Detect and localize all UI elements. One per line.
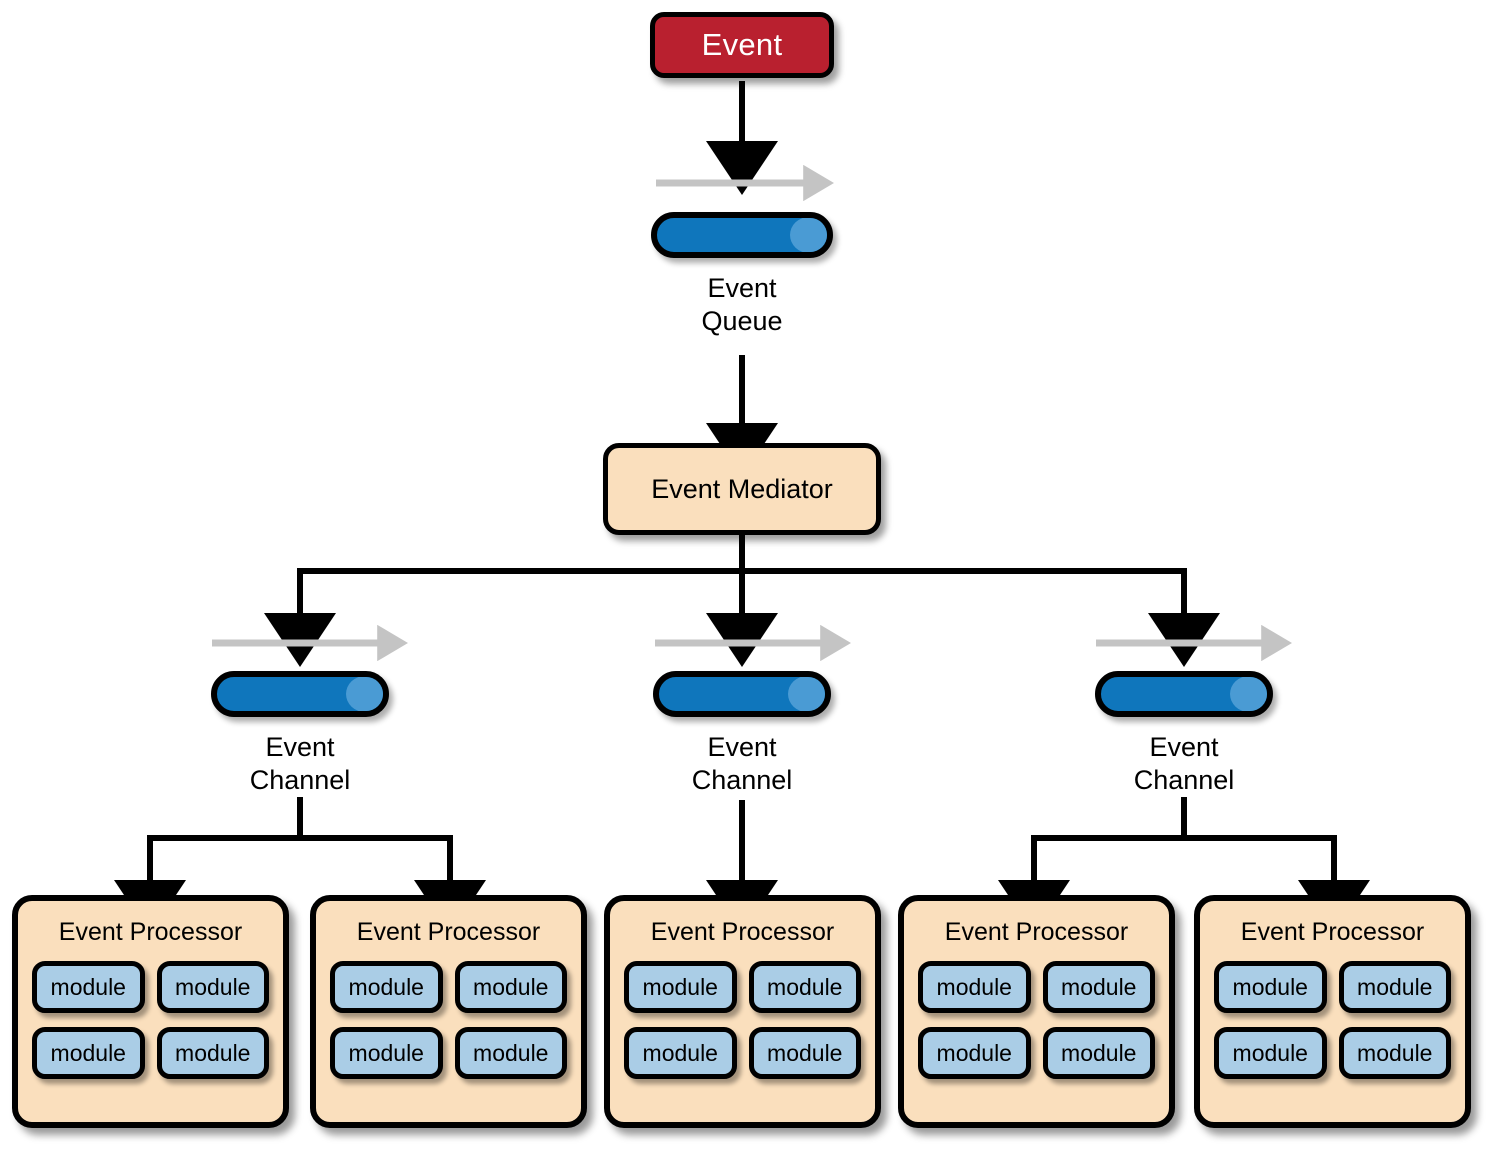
event-channel-caption-3: Event Channel <box>1133 732 1235 795</box>
arrow-mediator-to-channels <box>264 532 1220 667</box>
cylinder-cap <box>1230 677 1267 711</box>
event-channel-caption-2: Event Channel <box>691 732 793 795</box>
module-box[interactable]: module <box>748 1027 861 1079</box>
module-box[interactable]: module <box>32 961 145 1013</box>
module-box[interactable]: module <box>624 961 737 1013</box>
module-box[interactable]: module <box>330 1027 443 1079</box>
module-box[interactable]: module <box>624 1027 737 1079</box>
event-processor-2[interactable]: Event Processor module module module mod… <box>310 895 587 1128</box>
event-processor-3[interactable]: Event Processor module module module mod… <box>604 895 881 1128</box>
processor-title: Event Processor <box>650 918 835 946</box>
module-grid: module module module module <box>18 961 283 1079</box>
event-mediator-label: Event Mediator <box>651 473 833 504</box>
event-label: Event <box>701 27 783 62</box>
event-channel-cylinder-1[interactable] <box>211 671 389 717</box>
cylinder-cap <box>788 677 825 711</box>
module-box[interactable]: module <box>1338 961 1451 1013</box>
event-queue-cylinder[interactable] <box>651 212 833 258</box>
module-grid: module module module module <box>316 961 581 1079</box>
module-grid: module module module module <box>610 961 875 1079</box>
module-box[interactable]: module <box>454 961 567 1013</box>
arrow-channel1-to-processors <box>114 797 486 934</box>
event-channel-cylinder-2[interactable] <box>653 671 831 717</box>
event-node[interactable]: Event <box>650 12 834 78</box>
module-box[interactable]: module <box>1042 961 1155 1013</box>
module-box[interactable]: module <box>454 1027 567 1079</box>
cylinder-cap <box>346 677 383 711</box>
processor-title: Event Processor <box>356 918 541 946</box>
module-box[interactable]: module <box>918 961 1031 1013</box>
module-box[interactable]: module <box>330 961 443 1013</box>
module-box[interactable]: module <box>748 961 861 1013</box>
module-grid: module module module module <box>1200 961 1465 1079</box>
event-mediator-node[interactable]: Event Mediator <box>603 443 881 535</box>
module-box[interactable]: module <box>1214 1027 1327 1079</box>
event-queue-caption: Event Queue <box>701 273 783 336</box>
module-box[interactable]: module <box>156 961 269 1013</box>
processor-title: Event Processor <box>944 918 1129 946</box>
event-channel-cylinder-3[interactable] <box>1095 671 1273 717</box>
event-processor-4[interactable]: Event Processor module module module mod… <box>898 895 1175 1128</box>
module-box[interactable]: module <box>1338 1027 1451 1079</box>
module-box[interactable]: module <box>156 1027 269 1079</box>
event-channel-caption-1: Event Channel <box>249 732 351 795</box>
module-grid: module module module module <box>904 961 1169 1079</box>
module-box[interactable]: module <box>32 1027 145 1079</box>
module-box[interactable]: module <box>1214 961 1327 1013</box>
module-box[interactable]: module <box>918 1027 1031 1079</box>
processor-title: Event Processor <box>58 918 243 946</box>
module-box[interactable]: module <box>1042 1027 1155 1079</box>
event-processor-5[interactable]: Event Processor module module module mod… <box>1194 895 1471 1128</box>
cylinder-cap <box>790 218 827 252</box>
processor-title: Event Processor <box>1240 918 1425 946</box>
arrow-channel3-to-processors <box>998 797 1370 934</box>
event-processor-1[interactable]: Event Processor module module module mod… <box>12 895 289 1128</box>
